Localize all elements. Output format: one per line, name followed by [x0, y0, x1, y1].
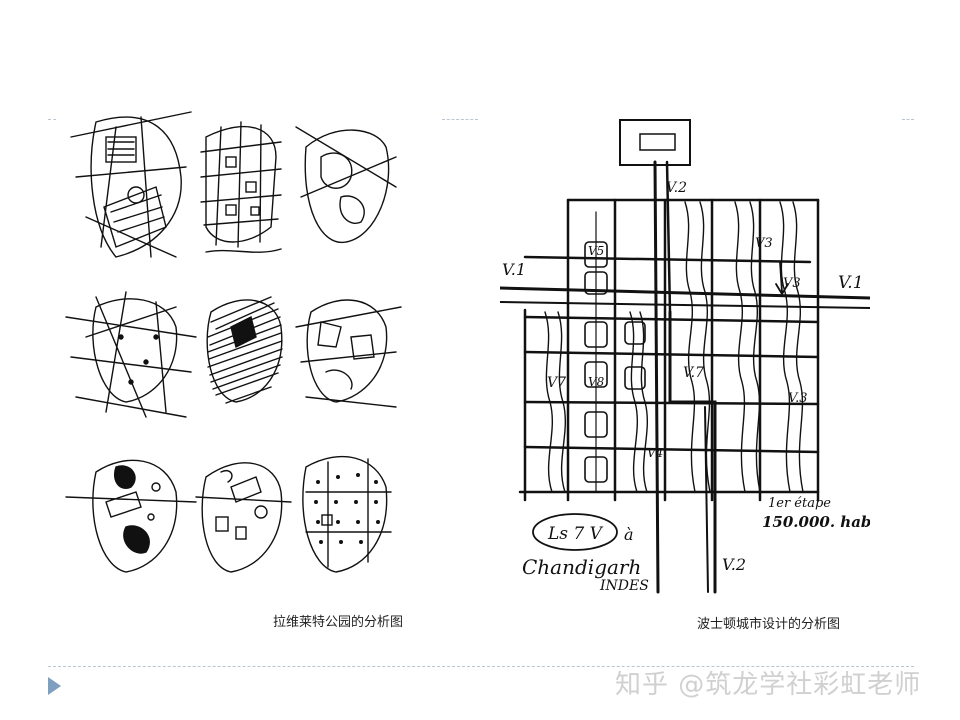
play-arrow-icon[interactable]: [48, 677, 61, 695]
road-label-v8: V8: [588, 375, 605, 389]
road-label-v7-a: V7: [547, 375, 566, 391]
right-caption: 波士顿城市设计的分析图: [697, 617, 841, 632]
road-label-v2-bottom: V.2: [722, 555, 746, 574]
logo-suffix: à: [624, 525, 634, 544]
road-label-v3-a: V3: [755, 236, 773, 251]
road-label-v3-b: V3: [783, 276, 801, 291]
sketch-2-2: [206, 296, 283, 404]
la-villette-sketch-panel: [56, 97, 428, 605]
road-label-v1-left: V.1: [502, 260, 526, 279]
road-label-v5: V5: [588, 244, 604, 258]
sketch-2-1: [65, 291, 197, 418]
top-rule-mid: [442, 119, 478, 120]
sketch-3-1: [65, 459, 197, 573]
sketch-1-1: [70, 111, 192, 258]
sketch-1-3: [295, 126, 397, 244]
stage-label-line2: 150.000. hab.: [762, 513, 870, 531]
left-caption: 拉维莱特公园的分析图: [273, 615, 404, 630]
sketch-3-2: [195, 462, 292, 573]
sketch-3-3: [302, 455, 392, 573]
road-label-v4: V4: [647, 446, 663, 460]
road-label-v7-b: V.7: [683, 365, 704, 381]
road-label-v1-right: V.1: [838, 273, 864, 293]
la-villette-sketches: [65, 111, 402, 573]
road-label-v2-top: V.2: [666, 180, 687, 196]
sketch-1-2: [200, 121, 282, 253]
city-design-sketch-panel: V.1 V.1 V.2 V.2 V5 V3 V3 V.3 V7 V.7 V8 V…: [500, 112, 870, 600]
logo-text: Ls 7 V: [547, 524, 604, 544]
road-label-v3-c: V.3: [788, 391, 808, 406]
watermark: 知乎 @筑龙学社彩虹老师: [615, 670, 922, 700]
stage-label-line1: 1er étape: [768, 496, 831, 511]
city-grid-sketch: V.1 V.1 V.2 V.2 V5 V3 V3 V.3 V7 V.7 V8 V…: [500, 119, 870, 594]
sketch-2-3: [295, 299, 402, 408]
bottom-rule: [48, 666, 914, 667]
city-label: Chandigarh: [522, 555, 641, 579]
top-rule-right: [902, 119, 914, 120]
country-label: INDES: [599, 578, 649, 594]
